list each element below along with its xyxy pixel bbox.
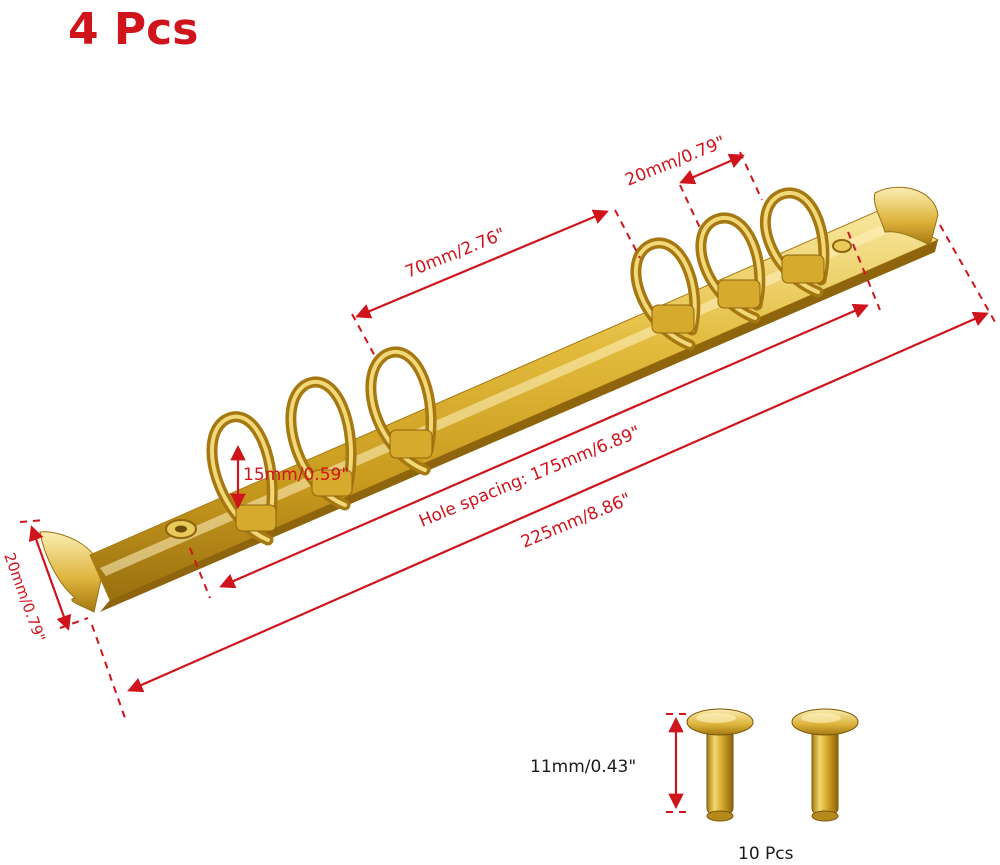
dimension-lines — [19, 151, 996, 813]
rivet-1 — [686, 708, 754, 822]
rivet-2 — [791, 708, 859, 822]
width-label: 20mm/0.79" — [0, 550, 49, 644]
binder-mechanism — [39, 186, 940, 613]
ring-6 — [759, 187, 830, 298]
ring-height-label: 15mm/0.59" — [243, 465, 349, 485]
ring-spacing-label: 20mm/0.79" — [622, 132, 728, 190]
ring-group-gap-label: 70mm/2.76" — [402, 224, 508, 282]
rivets — [686, 708, 859, 822]
rivet-height-label: 11mm/0.43" — [530, 757, 636, 777]
title-text: 4 Pcs — [68, 4, 198, 55]
ring-5 — [695, 212, 766, 324]
rivets-quantity-label: 10 Pcs — [738, 844, 794, 864]
total-length-label: 225mm/8.86" — [518, 489, 634, 552]
